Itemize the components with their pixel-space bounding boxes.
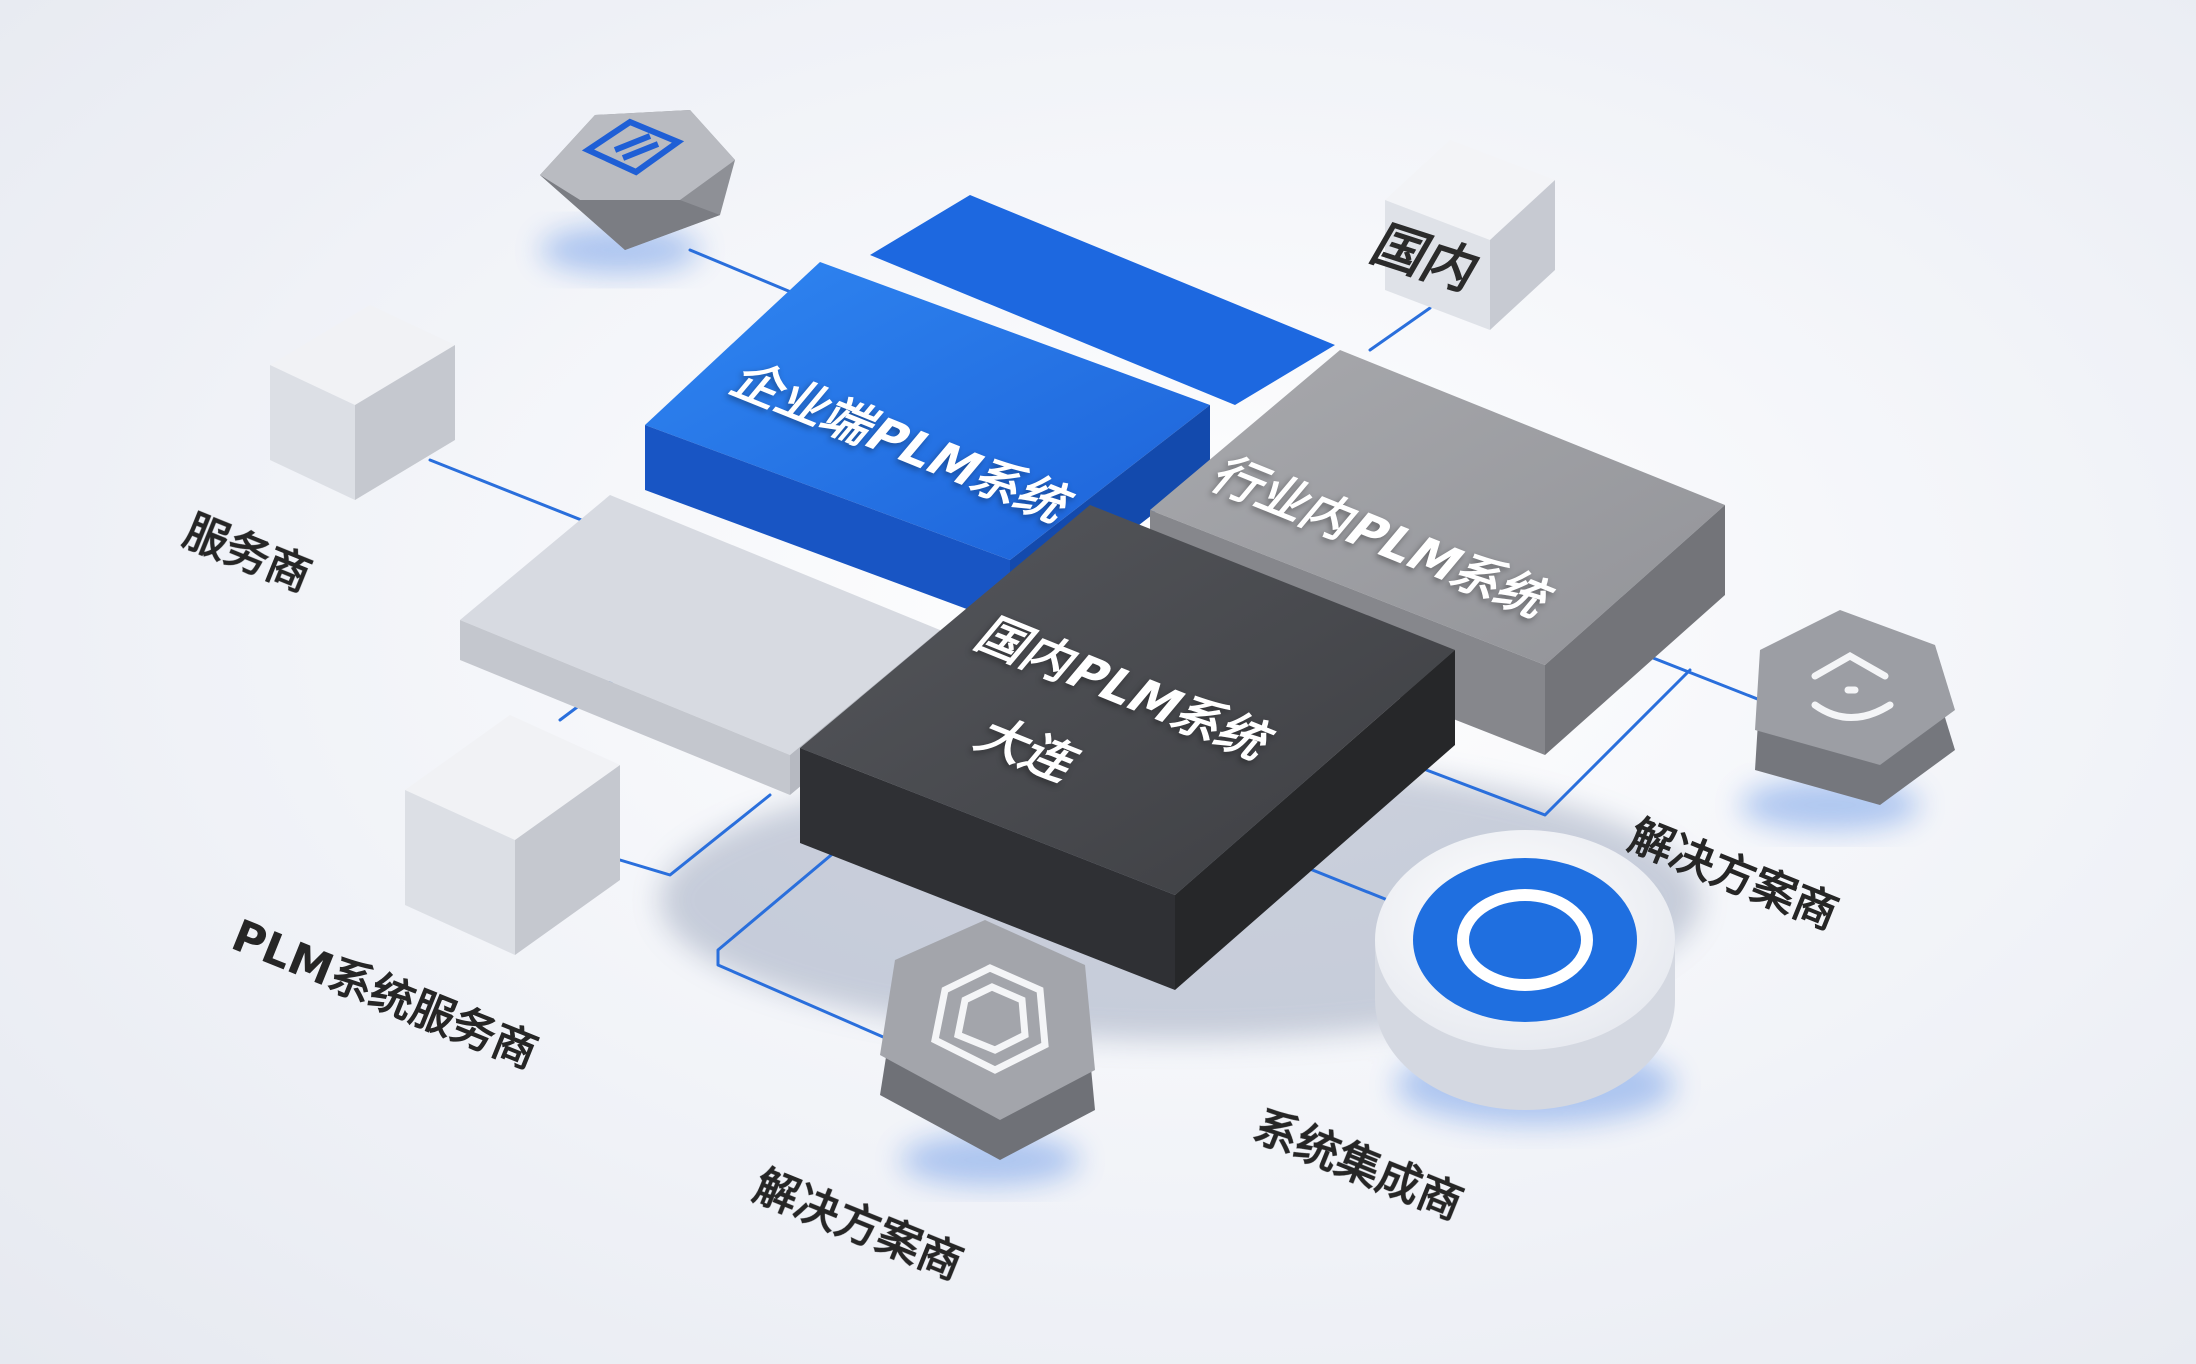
connector-cube-to-industry [1368, 306, 1432, 352]
connector-integrator [1298, 863, 1402, 907]
industry-block-top [1150, 350, 1725, 665]
industry-block-side [1545, 505, 1725, 755]
cube-node-service[interactable] [270, 305, 455, 500]
cube-node-plm-service[interactable] [405, 715, 620, 955]
home-roof-icon [1811, 651, 1894, 721]
domestic-block-side [1175, 650, 1455, 990]
domestic-block-front [800, 748, 1175, 990]
connector-solution-right-b [1398, 668, 1692, 817]
domestic-block[interactable] [800, 505, 1455, 990]
ring-icon-inner [1457, 889, 1593, 991]
hexagon-node-top-left[interactable] [540, 110, 735, 250]
connector-plm-service [618, 793, 772, 877]
enterprise-block-top-back [870, 195, 1335, 405]
enterprise-block-front [645, 425, 1010, 625]
domestic-block-top [800, 505, 1455, 895]
hexagon-node-bottom[interactable] [880, 920, 1095, 1160]
hexagon-node-right[interactable] [1755, 610, 1955, 805]
hexagon-emblem-icon [931, 964, 1049, 1074]
ring-icon-outer [1413, 858, 1637, 1022]
cube-node-domestic[interactable] [1385, 140, 1555, 330]
enterprise-block-top [645, 262, 1210, 560]
connector-solution-bottom [716, 833, 892, 1042]
disc-node[interactable] [1375, 830, 1675, 1110]
building-icon [581, 118, 685, 176]
